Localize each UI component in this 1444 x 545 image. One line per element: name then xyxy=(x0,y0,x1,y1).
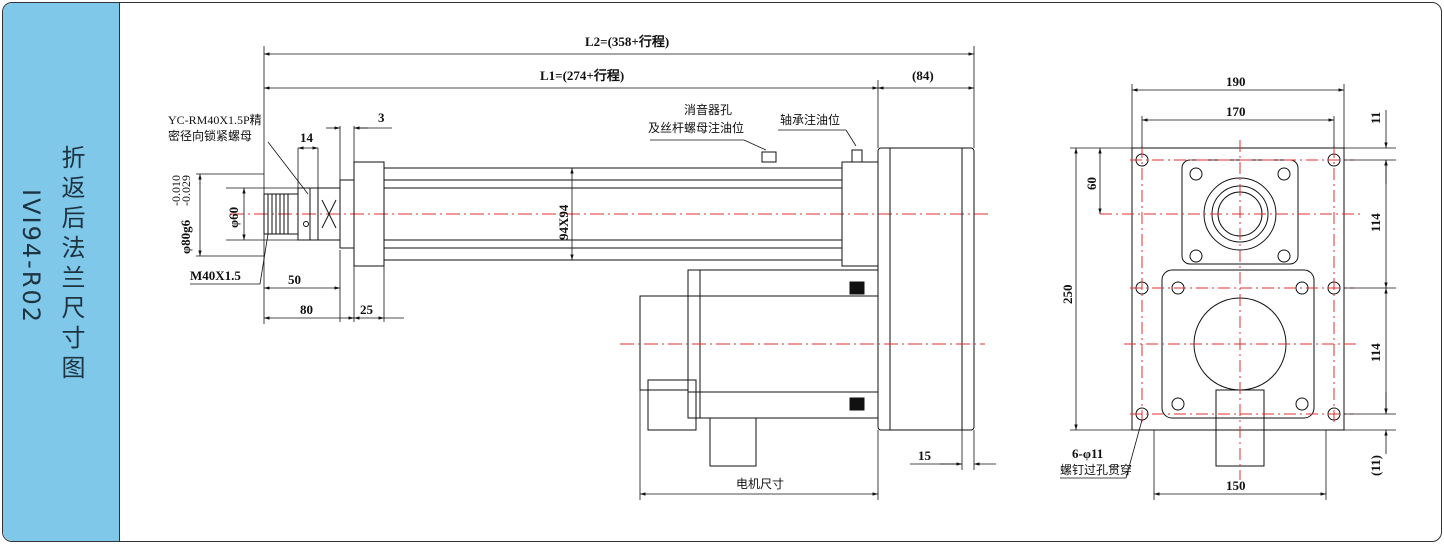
dim-11-bottom: (11) xyxy=(1368,455,1383,476)
bearing-oil-note: 轴承注油位 xyxy=(780,112,840,127)
dim-25: 25 xyxy=(360,302,374,317)
thread-spec: M40X1.5 xyxy=(190,268,241,283)
dim-phi80: φ80g6 -0.010 -0.029 xyxy=(169,175,193,254)
dim-114-lower: 114 xyxy=(1368,343,1383,362)
dim-phi80-tol-upper: -0.010 xyxy=(169,175,183,206)
holes-note: 螺钉过孔贯穿 xyxy=(1060,462,1132,477)
dim-114-upper: 114 xyxy=(1368,213,1383,232)
muffler-note-line2: 及丝杆螺母注油位 xyxy=(648,120,744,135)
nut-note-line2: 密径向锁紧螺母 xyxy=(168,128,252,143)
dim-phi60: φ60 xyxy=(226,207,241,228)
dim-phi80-tol-lower: -0.029 xyxy=(179,175,193,206)
dim-l1: L1=(274+行程) xyxy=(540,68,624,83)
flange-plate xyxy=(1131,147,1345,431)
dim-250: 250 xyxy=(1060,285,1075,305)
dim-84: (84) xyxy=(912,68,934,83)
side-view xyxy=(230,147,990,467)
end-dimensions xyxy=(1060,84,1396,500)
dim-tube: 94X94 xyxy=(556,204,571,240)
dim-60: 60 xyxy=(1084,177,1099,190)
dim-14: 14 xyxy=(300,130,314,145)
sidebar-panel: 折返后法兰尺寸图 IVI94-R02 xyxy=(3,3,120,541)
gearbox-housing xyxy=(877,147,975,431)
motor-size-label: 电机尺寸 xyxy=(736,477,784,491)
dim-190: 190 xyxy=(1226,74,1246,89)
nut-note-line1: YC-RM40X1.5P精 xyxy=(168,113,262,127)
end-labels: 190 170 11 60 114 250 114 (11) 6-φ11 螺钉过… xyxy=(1060,74,1383,493)
muffler-note-line1: 消音器孔 xyxy=(684,102,732,117)
dim-50: 50 xyxy=(288,272,301,287)
set-screw xyxy=(303,221,309,227)
side-dimensions xyxy=(190,46,996,500)
muffler-port xyxy=(761,151,777,163)
dim-3: 3 xyxy=(378,110,385,125)
holes-spec: 6-φ11 xyxy=(1072,446,1103,461)
bearing-oil-port xyxy=(851,149,863,163)
dim-l2: L2=(358+行程) xyxy=(585,34,669,49)
end-view xyxy=(1100,140,1360,480)
dim-11: 11 xyxy=(1368,112,1383,124)
dim-170: 170 xyxy=(1226,104,1246,119)
drawing-title: 折返后法兰尺寸图 xyxy=(57,145,85,385)
model-number: IVI94-R02 xyxy=(17,189,45,324)
dim-15: 15 xyxy=(918,448,932,463)
motor-rear-cover xyxy=(639,295,689,391)
power-connector xyxy=(709,417,757,467)
encoder-connector xyxy=(647,379,697,431)
dim-150: 150 xyxy=(1226,478,1246,493)
dim-80: 80 xyxy=(300,302,313,317)
side-labels: L2=(358+行程) L1=(274+行程) (84) 3 14 YC-RM4… xyxy=(168,34,934,491)
dim-phi80-main: φ80g6 xyxy=(178,219,193,254)
